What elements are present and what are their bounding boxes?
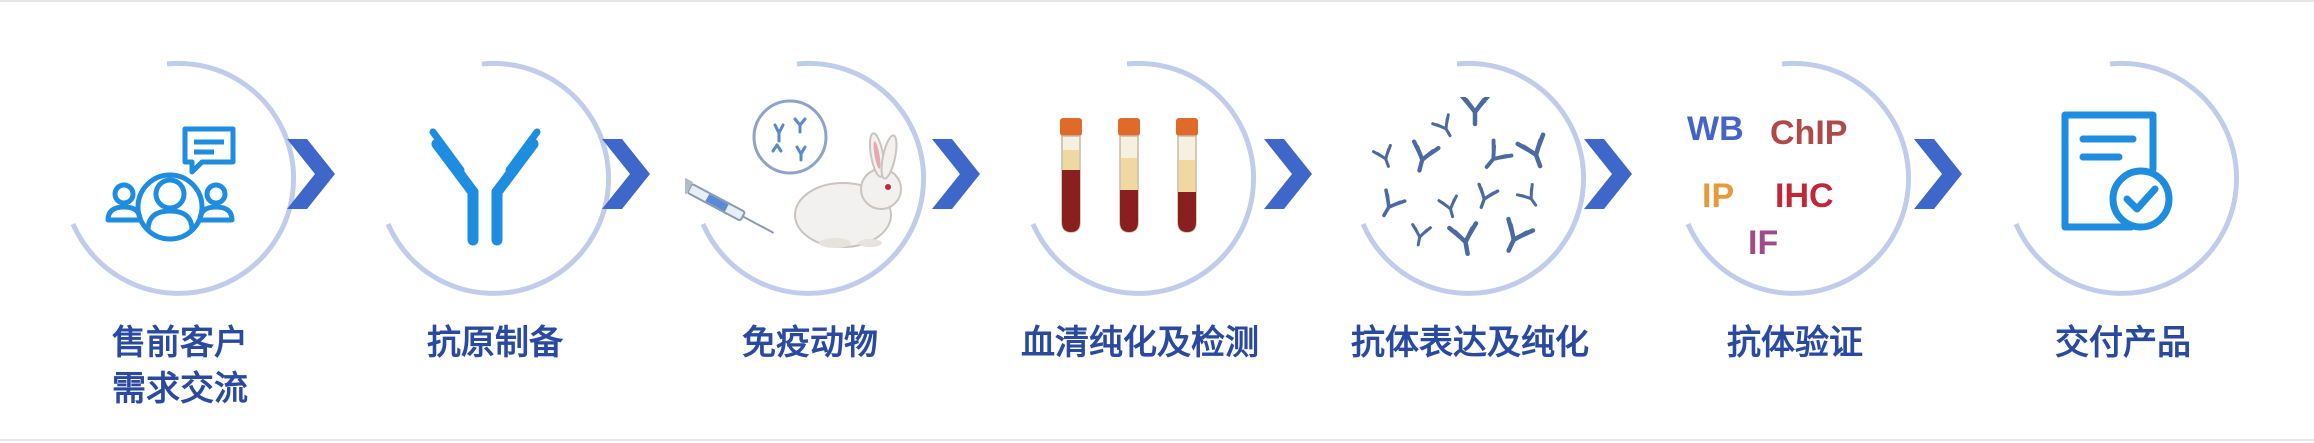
chevron-right-icon	[1584, 139, 1632, 209]
step-ring	[1685, 60, 1912, 296]
blood-tubes-icon	[1060, 118, 1198, 233]
step-ring	[1030, 60, 1257, 296]
step-label-line: 交付产品	[2055, 323, 2191, 363]
chevron-right-icon	[932, 139, 980, 209]
step-ring	[385, 60, 612, 296]
method-ip: IP	[1702, 177, 1735, 215]
rabbit-immunization-icon	[685, 99, 902, 248]
step-label-line: 需求交流	[112, 369, 248, 409]
step-label-line: 血清纯化及检测	[1021, 323, 1259, 363]
chevron-right-icon	[1914, 139, 1962, 209]
step-antibody-expression: 抗体表达及纯化	[1305, 2, 1635, 443]
antibody-molecules-icon	[1371, 97, 1565, 257]
step-ring	[70, 60, 297, 296]
chevron-right-icon	[602, 139, 650, 209]
step-label: 抗原制备	[330, 320, 660, 366]
step-antigen-preparation: 抗原制备	[330, 2, 660, 443]
step-label-line: 抗体验证	[1727, 323, 1863, 363]
method-if: IF	[1748, 224, 1779, 262]
step-presales-consultation: 售前客户 需求交流	[15, 2, 345, 443]
method-ihc: IHC	[1775, 177, 1834, 215]
step-label-line: 抗原制备	[427, 323, 563, 363]
step-label: 交付产品	[1958, 320, 2288, 366]
step-ring	[700, 60, 927, 296]
step-ring	[2013, 60, 2240, 296]
method-wb: WB	[1687, 110, 1744, 148]
step-label: 售前客户 需求交流	[15, 320, 345, 412]
step-serum-purification: 血清纯化及检测	[975, 2, 1305, 443]
chevron-right-icon	[1264, 139, 1312, 209]
delivery-document-icon	[2061, 111, 2173, 231]
consultation-icon	[105, 126, 236, 242]
step-ring	[1360, 60, 1587, 296]
step-label-line: 免疫动物	[742, 323, 878, 363]
step-label: 抗体验证	[1630, 320, 1960, 366]
step-label: 血清纯化及检测	[975, 320, 1305, 366]
chevron-right-icon	[287, 139, 335, 209]
antibody-icon	[429, 128, 541, 246]
step-label-line: 抗体表达及纯化	[1351, 323, 1589, 363]
step-antibody-validation: WB ChIP IP IHC IF 抗体验证	[1630, 2, 1960, 443]
step-product-delivery: 交付产品	[1958, 2, 2288, 443]
method-chip: ChIP	[1770, 114, 1848, 152]
validation-methods-icon: WB ChIP IP IHC IF	[1630, 2, 1960, 302]
step-label-line: 售前客户	[112, 323, 248, 363]
step-label: 免疫动物	[645, 320, 975, 366]
step-label: 抗体表达及纯化	[1305, 320, 1635, 366]
step-animal-immunization: 免疫动物	[645, 2, 975, 443]
